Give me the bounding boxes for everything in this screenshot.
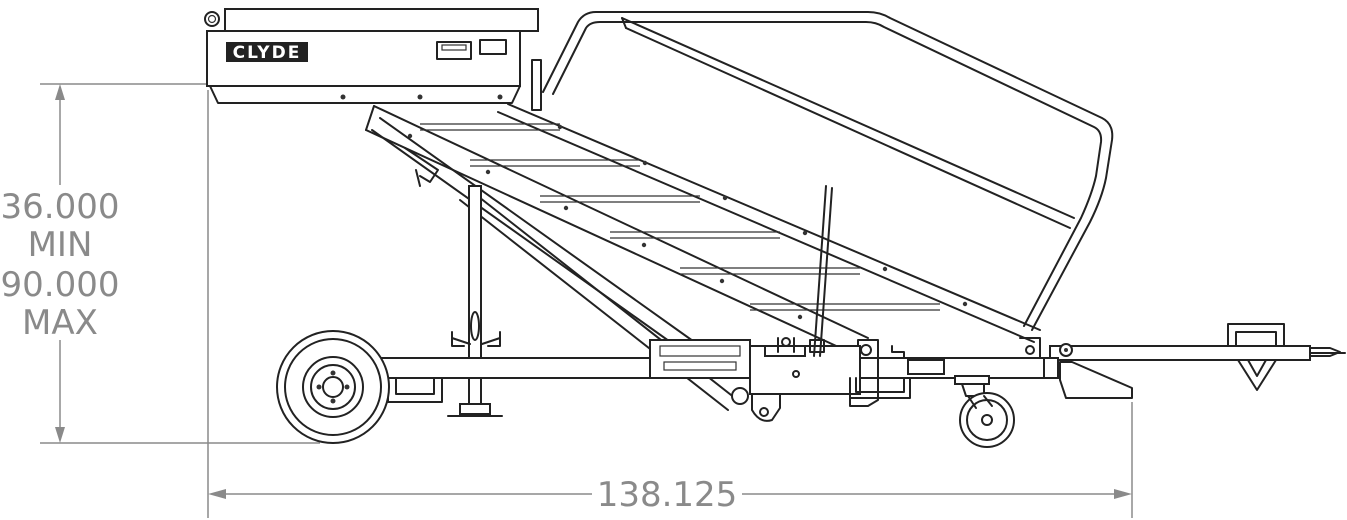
dimension-lines (40, 83, 1133, 518)
rear-wheel (276, 330, 390, 444)
length-value: 138.125 (597, 475, 738, 515)
stair-assembly (365, 103, 1041, 357)
height-min-label: MIN (28, 225, 93, 265)
height-max-value: 90.000 (1, 265, 120, 305)
front-caster (954, 375, 1015, 448)
jack-stand (447, 185, 503, 417)
height-max-label: MAX (22, 303, 98, 343)
brand-logo: CLYDE (233, 43, 302, 63)
top-platform: CLYDE (204, 8, 539, 104)
handrail (531, 11, 1114, 331)
height-min-value: 36.000 (1, 187, 120, 227)
